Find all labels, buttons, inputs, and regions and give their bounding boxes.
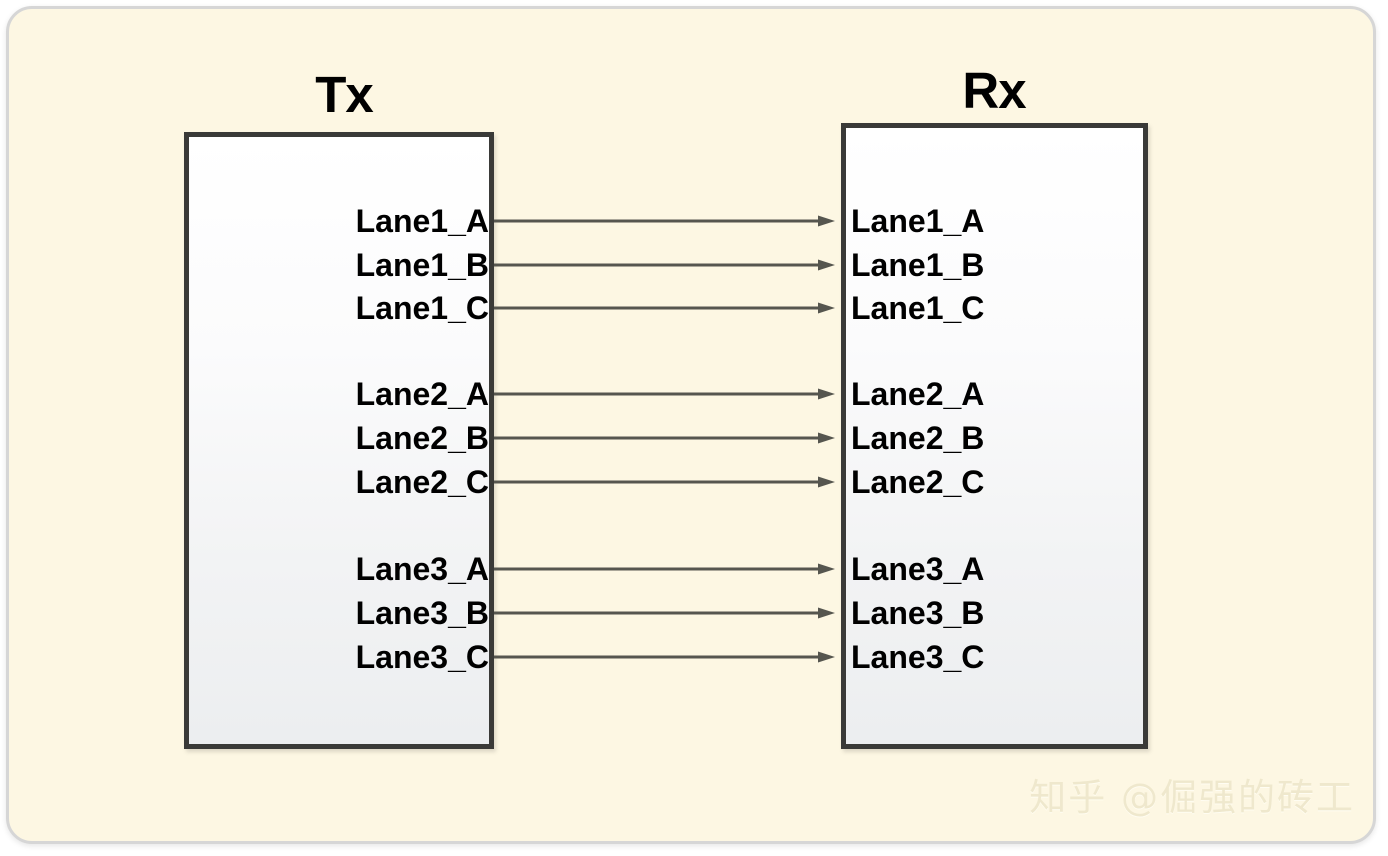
tx-lane-label-lane2_b: Lane2_B (355, 420, 489, 456)
tx-lane-label-lane2_a: Lane2_A (355, 376, 489, 412)
lane-arrow-lane1_a (494, 215, 835, 227)
rx-lane-label-lane3_c: Lane3_C (851, 639, 985, 675)
lane-arrow-lane2_b (494, 432, 835, 444)
tx-lane-label-lane3_b: Lane3_B (355, 595, 489, 631)
tx-lane-label-lane1_a: Lane1_A (355, 203, 489, 239)
tx-lane-label-lane2_c: Lane2_C (355, 464, 489, 500)
rx-lane-label-lane3_a: Lane3_A (851, 551, 985, 587)
rx-lane-label-lane2_a: Lane2_A (851, 376, 985, 412)
rx-box (841, 123, 1148, 749)
lane-arrow-lane2_a (494, 388, 835, 400)
lane-arrow-lane1_b (494, 259, 835, 271)
tx-lane-label-lane3_a: Lane3_A (355, 551, 489, 587)
tx-lane-label-lane3_c: Lane3_C (355, 639, 489, 675)
rx-lane-label-lane3_b: Lane3_B (851, 595, 985, 631)
tx-box (184, 132, 494, 749)
rx-title: Rx (962, 62, 1026, 119)
rx-lane-label-lane2_b: Lane2_B (851, 420, 985, 456)
watermark: 知乎 @倔强的砖工 (1029, 776, 1355, 819)
diagram-stage: Tx Rx Lane1_A Lane1_A Lane1_B Lane1_B Lane1_… (9, 9, 1373, 841)
lane-arrow-lane3_b (494, 607, 835, 619)
rx-lane-label-lane1_b: Lane1_B (851, 247, 985, 283)
lane-arrow-lane1_c (494, 302, 835, 314)
tx-lane-label-lane1_c: Lane1_C (355, 290, 489, 326)
lane-arrow-lane3_c (494, 651, 835, 663)
diagram-canvas: Tx Rx Lane1_A Lane1_A Lane1_B Lane1_B Lane1_… (6, 6, 1376, 844)
tx-lane-label-lane1_b: Lane1_B (355, 247, 489, 283)
rx-lane-label-lane1_a: Lane1_A (851, 203, 985, 239)
lane-arrow-lane3_a (494, 563, 835, 575)
rx-lane-label-lane1_c: Lane1_C (851, 290, 985, 326)
tx-title: Tx (315, 66, 374, 123)
lane-arrow-lane2_c (494, 476, 835, 488)
rx-lane-label-lane2_c: Lane2_C (851, 464, 985, 500)
